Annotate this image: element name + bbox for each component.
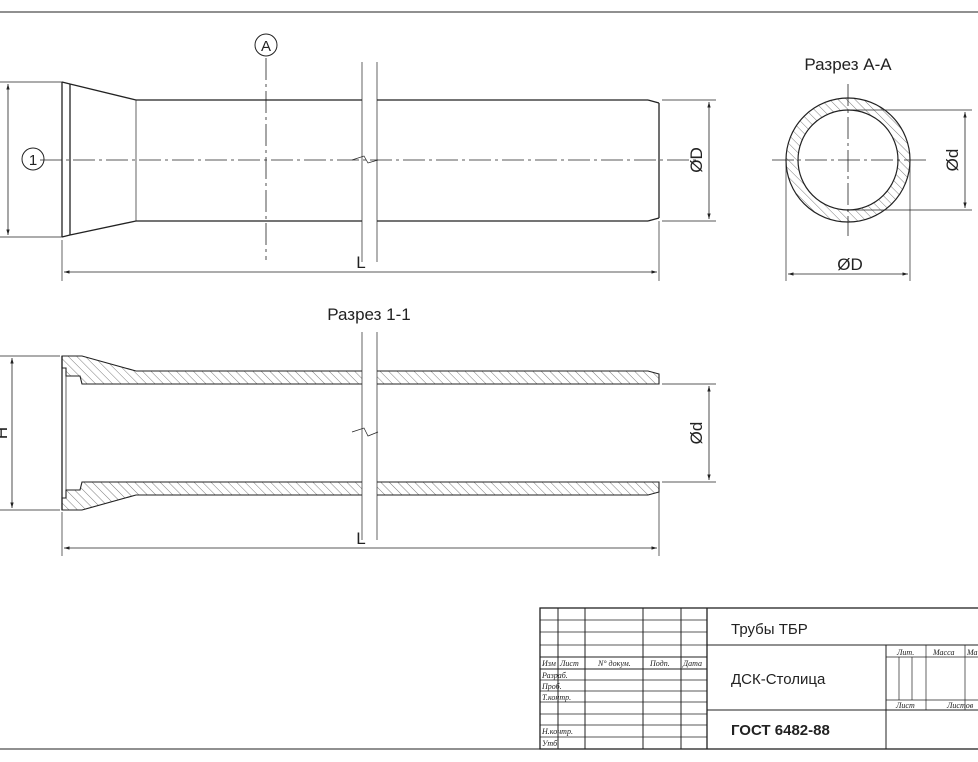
pipe-elevation-view (40, 58, 700, 262)
section-aa-outer-diameter: ØD (837, 255, 863, 274)
row-prov: Проб. (541, 682, 562, 691)
section-11-title: Разрез 1-1 (327, 305, 410, 324)
label-sheet: Лист (895, 701, 915, 710)
section-11-inner-diameter: Ød (687, 422, 706, 445)
dim-socket-outer (0, 81, 62, 238)
section-marker-a: A (254, 33, 278, 57)
marker-1-label: 1 (29, 152, 37, 169)
section-marker-1: 1 (21, 147, 45, 171)
title-block: Трубы ТБР ДСК-Столица ГОСТ 6482-88 Изм Л… (539, 607, 978, 750)
col-doc: N° докум. (597, 659, 631, 668)
col-list: Лист (559, 659, 579, 668)
length-top-label: L (356, 253, 365, 272)
label-scale: Ма (966, 648, 978, 657)
section-aa-title: Разрез А-А (804, 55, 892, 74)
row-utv: Утб. (542, 739, 559, 748)
label-lit: Лит. (896, 648, 914, 657)
col-date: Дата (682, 659, 702, 668)
section-11-view: Разрез 1-1 H Ød L (0, 305, 716, 556)
label-mass: Масса (932, 648, 954, 657)
outer-diameter-label: ØD (687, 147, 706, 173)
marker-a-label: A (261, 38, 271, 55)
section-aa-view: Разрез А-А Ød ØD (772, 55, 972, 281)
row-tkontr: Т.контр. (542, 693, 571, 702)
row-nkontr: Н.контр. (541, 727, 573, 736)
title-organization: ДСК-Столица (731, 671, 826, 688)
length-bottom-label: L (356, 529, 365, 548)
dim-outer-diameter: ØD (662, 99, 716, 222)
col-izm: Изм (541, 659, 556, 668)
height-label: H (0, 427, 11, 439)
row-razrab: Разраб. (541, 671, 568, 680)
dim-length-top: L (61, 221, 660, 281)
label-sheets: Листов (946, 701, 974, 710)
title-standard: ГОСТ 6482-88 (731, 722, 830, 739)
col-sign: Подп. (649, 659, 670, 668)
title-product: Трубы ТБР (731, 621, 808, 638)
section-aa-inner-diameter: Ød (943, 149, 962, 172)
